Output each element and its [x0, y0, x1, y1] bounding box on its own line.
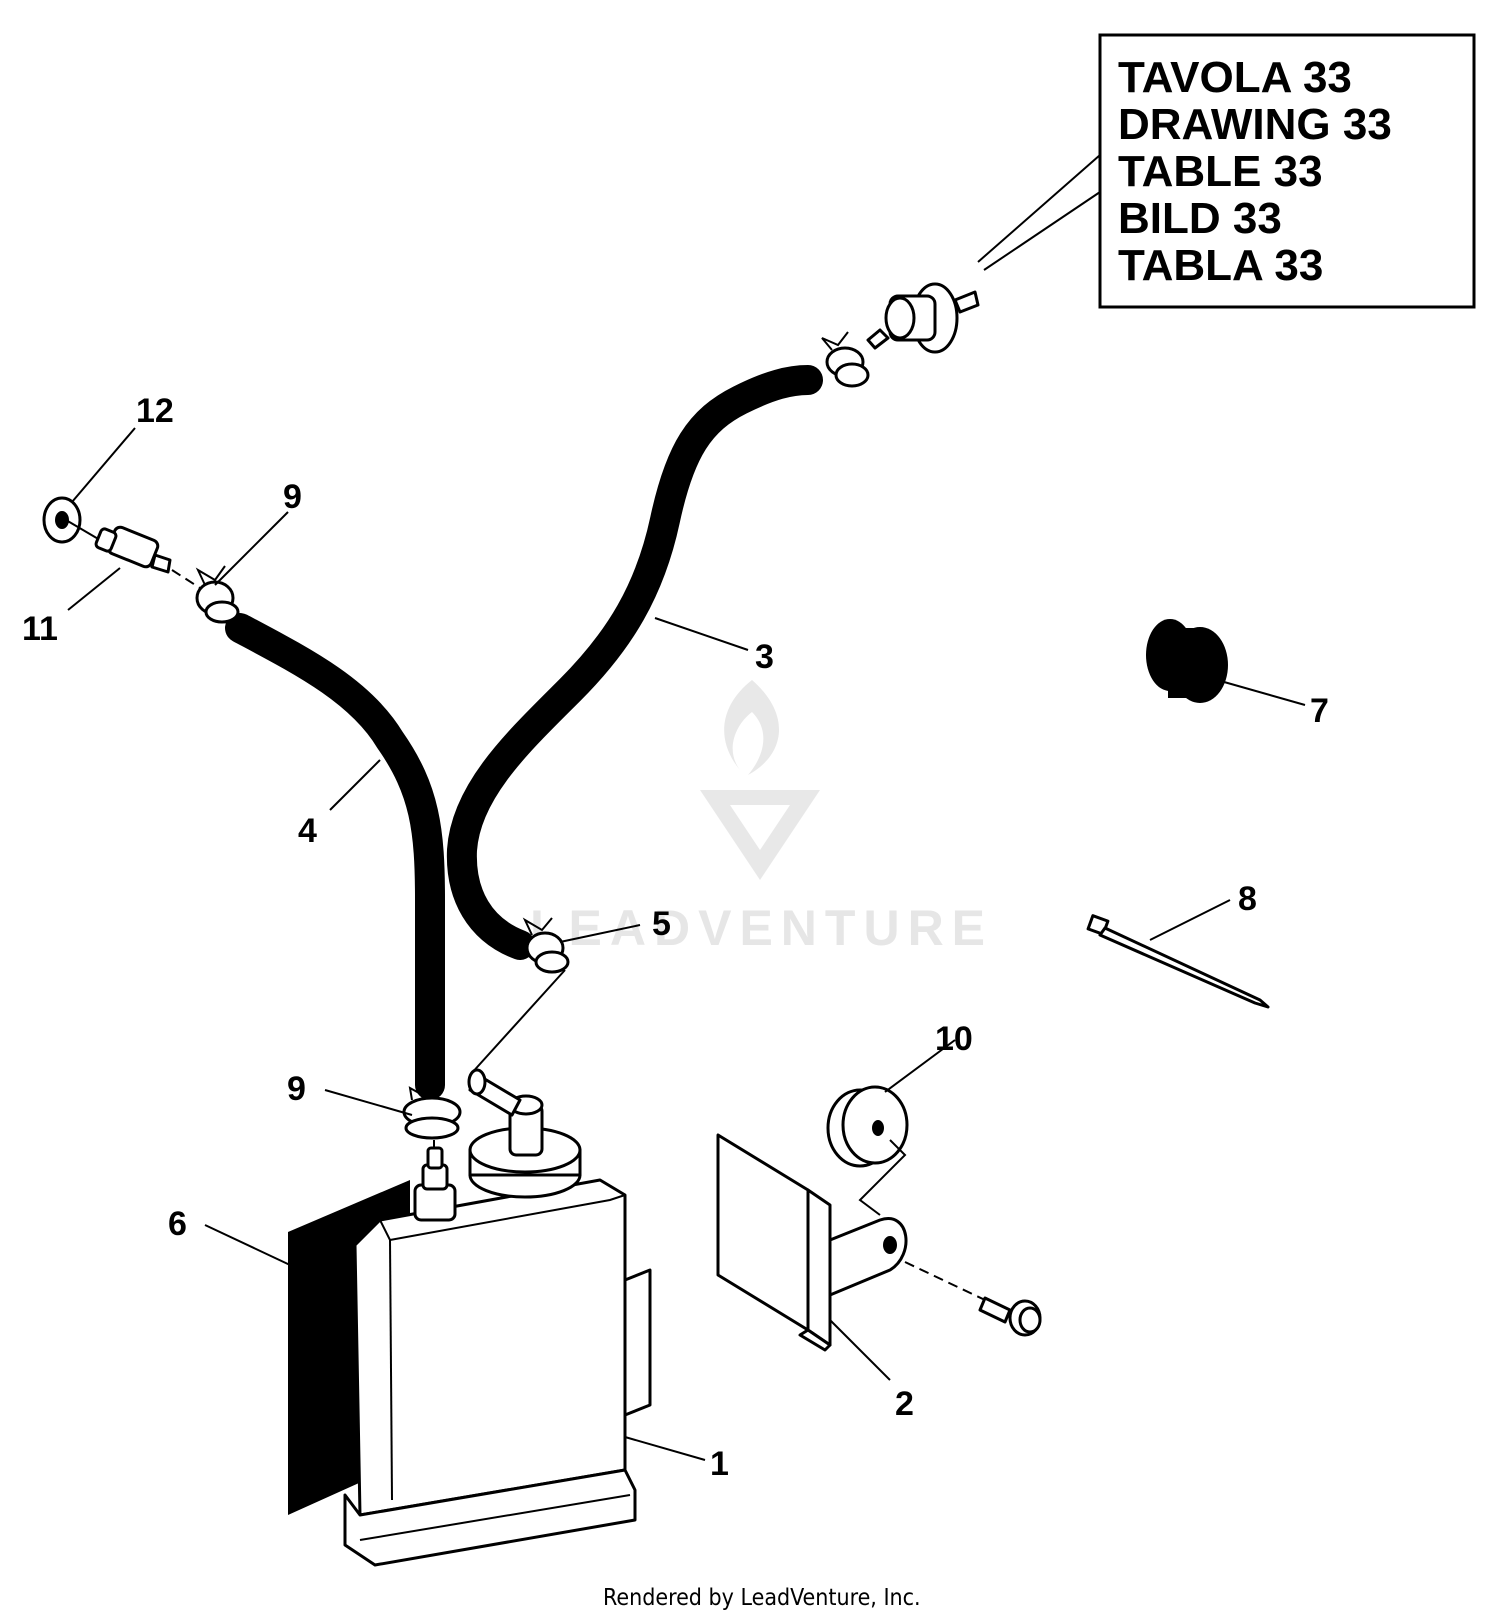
hose-clamp-part-9-upper [195, 565, 240, 624]
grommet-part-10 [826, 1085, 909, 1216]
bracket-part-2 [716, 1133, 908, 1352]
callout-4: 4 [298, 812, 317, 850]
callout-12: 12 [136, 392, 174, 430]
callout-10: 10 [935, 1020, 973, 1058]
ref-line-table: TABLE 33 [1118, 147, 1323, 196]
hose-clamp-part-9-lower [402, 1085, 462, 1170]
leader-lines [67, 427, 1306, 1461]
canister-part-1 [343, 1068, 652, 1567]
ref-line-bild: BILD 33 [1118, 194, 1282, 243]
callout-7: 7 [1310, 692, 1329, 730]
callout-9-lower: 9 [287, 1070, 306, 1108]
cable-tie-part-8 [1086, 914, 1270, 1009]
watermark-text: LEADVENTURE [530, 900, 993, 956]
callout-6: 6 [168, 1205, 187, 1243]
callout-9-upper: 9 [283, 478, 302, 516]
hose-part-3 [446, 365, 823, 960]
watermark: LEADVENTURE [530, 680, 993, 956]
hose-part-4 [225, 613, 445, 1100]
bolt [904, 1261, 1042, 1337]
leadventure-flame-logo [700, 680, 820, 880]
connector-fitting-top [866, 282, 980, 354]
ref-line-tavola: TAVOLA 33 [1118, 53, 1352, 102]
reference-box: TAVOLA 33 DRAWING 33 TABLE 33 BILD 33 TA… [977, 33, 1476, 309]
callout-11: 11 [22, 610, 58, 648]
hose-clamp-top [821, 331, 870, 388]
washer-part-12 [42, 496, 101, 544]
ref-line-tabla: TABLA 33 [1118, 241, 1323, 290]
callouts: 12 11 9 3 4 5 6 7 8 10 9 2 1 [22, 392, 1329, 1483]
plug-part-7 [1146, 619, 1228, 703]
callout-5: 5 [652, 905, 671, 943]
callout-3: 3 [755, 638, 774, 676]
fitting-part-11 [94, 525, 201, 589]
callout-1: 1 [710, 1445, 729, 1483]
footer-credit: Rendered by LeadVenture, Inc. [603, 1585, 921, 1611]
callout-2: 2 [895, 1385, 914, 1423]
callout-8: 8 [1238, 880, 1257, 918]
ref-line-drawing: DRAWING 33 [1118, 100, 1392, 149]
